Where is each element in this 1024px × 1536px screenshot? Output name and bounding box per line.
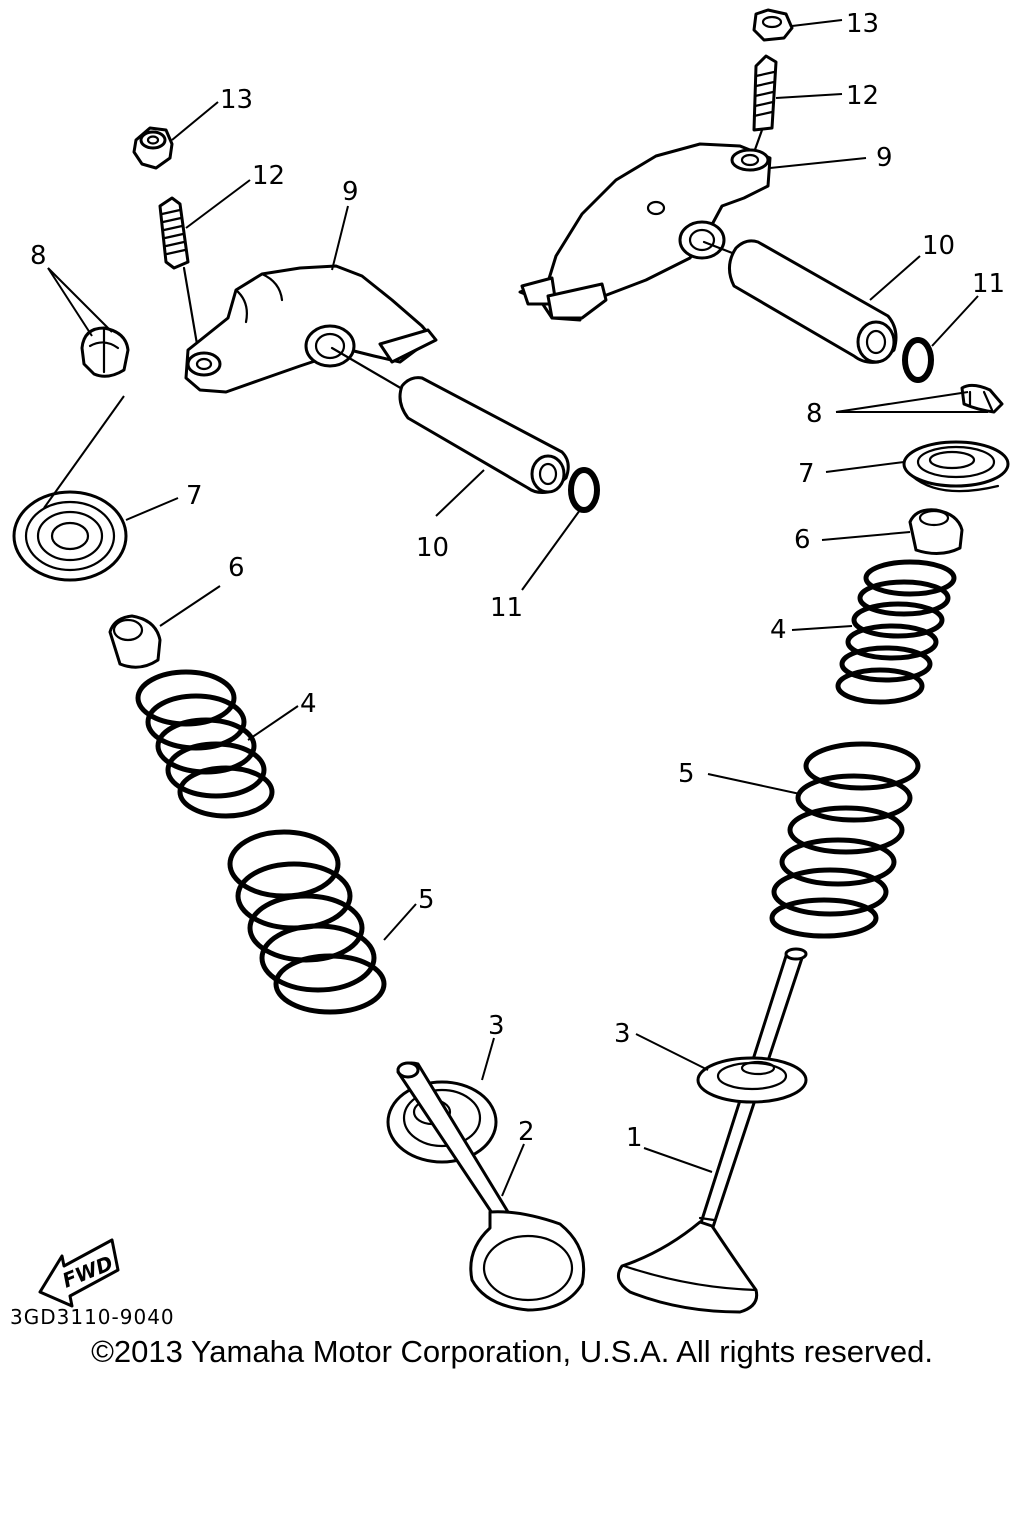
callout-6-left: 6	[228, 553, 245, 583]
callout-3-right: 3	[614, 1019, 631, 1049]
adjusting-screw-left	[158, 196, 200, 352]
callout-13-left: 13	[220, 85, 253, 115]
callout-2: 2	[518, 1117, 535, 1147]
diagram-reference-code: 3GD3110-9040	[10, 1305, 175, 1329]
callout-5-right: 5	[678, 759, 695, 789]
callout-7-right: 7	[798, 459, 815, 489]
rocker-shaft-left	[330, 346, 570, 494]
spring-seat-right	[696, 1056, 808, 1104]
callout-1: 1	[626, 1123, 643, 1153]
rocker-arm-right	[518, 142, 772, 322]
spring-retainer-left	[12, 490, 128, 582]
intake-valve	[396, 1061, 586, 1312]
valve-stem-seal-left	[108, 614, 162, 669]
callout-8-left: 8	[30, 241, 47, 271]
valve-cotter-left	[80, 326, 130, 378]
callout-13-right: 13	[846, 9, 879, 39]
callout-10-right: 10	[922, 231, 955, 261]
callout-5-left: 5	[418, 885, 435, 915]
callout-7-left: 7	[186, 481, 203, 511]
callout-11-left: 11	[490, 593, 523, 623]
nut-right	[752, 8, 794, 42]
callout-6-right: 6	[794, 525, 811, 555]
callout-4-left: 4	[300, 689, 317, 719]
forward-direction-marker: FWD	[38, 1238, 120, 1308]
adjusting-screw-right	[750, 54, 778, 160]
spring-retainer-right	[902, 440, 1010, 493]
callout-3-left: 3	[488, 1011, 505, 1041]
inner-valve-spring-left	[135, 669, 275, 819]
valve-stem-seal-right	[908, 508, 964, 555]
copyright-notice: ©2013 Yamaha Motor Corporation, U.S.A. A…	[91, 1334, 933, 1369]
callout-10-left: 10	[416, 533, 449, 563]
callout-numbers: 13 12 9 8 7 6 4 5 10 11 3 2 3 1 13 12 9 …	[30, 9, 1005, 1153]
callout-8-right: 8	[806, 399, 823, 429]
inner-valve-spring-right	[835, 559, 957, 705]
rocker-arm-left	[184, 264, 438, 394]
nut-left	[132, 126, 174, 170]
callout-11-right: 11	[972, 269, 1005, 299]
rocker-shaft-right	[702, 239, 898, 364]
o-ring-right	[902, 337, 934, 383]
valve-cotter-right	[960, 383, 1004, 414]
callout-9-left: 9	[342, 177, 359, 207]
o-ring-left	[568, 467, 600, 513]
leader-lines	[43, 19, 988, 1197]
callout-9-right: 9	[876, 143, 893, 173]
callout-12-right: 12	[846, 81, 879, 111]
outer-valve-spring-right	[769, 741, 921, 939]
exhaust-valve	[616, 947, 808, 1314]
callout-4-right: 4	[770, 615, 787, 645]
callout-12-left: 12	[252, 161, 285, 191]
outer-valve-spring-left	[227, 829, 387, 1015]
